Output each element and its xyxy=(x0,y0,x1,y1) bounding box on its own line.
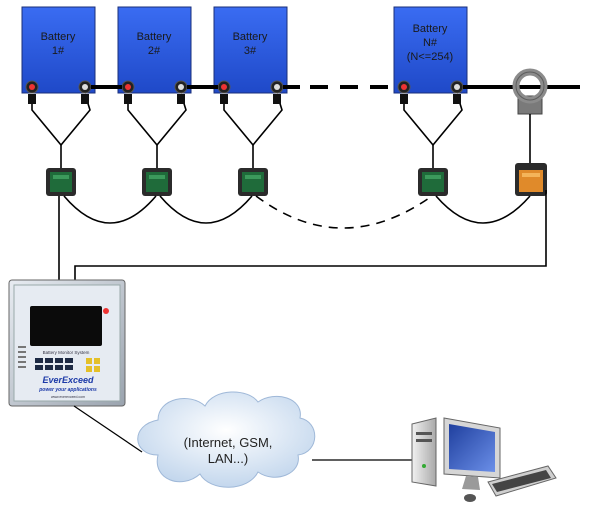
comm-daisy-chain xyxy=(58,190,547,285)
controller-display xyxy=(30,306,102,346)
battery-3: Battery 3# xyxy=(213,6,288,94)
cloud-label-line2: LAN...) xyxy=(208,451,248,466)
battery-3-label: Battery xyxy=(233,31,268,43)
computer-monitor xyxy=(443,417,501,490)
battery-2-number: 2# xyxy=(148,45,161,57)
terminal-lugs xyxy=(28,94,461,104)
controller-keypad xyxy=(35,358,100,372)
battery-n-limit: (N<=254) xyxy=(407,51,453,63)
controller-website: www.everexceed.com xyxy=(51,395,85,399)
battery-2: Battery 2# xyxy=(117,6,192,94)
cell-sensor-module-3 xyxy=(238,168,268,196)
battery-1: Battery 1# xyxy=(21,6,96,94)
monitoring-computer xyxy=(411,417,557,502)
cloud-label-line1: (Internet, GSM, xyxy=(184,435,273,450)
cell-sensor-module-1 xyxy=(46,168,76,196)
alarm-led xyxy=(103,308,109,314)
cell-sensor-module-n xyxy=(418,168,448,196)
cell-sensor-module-2 xyxy=(142,168,172,196)
computer-tower xyxy=(411,417,437,487)
battery-n-number: N# xyxy=(423,37,438,49)
controller-brand: EverExceed xyxy=(42,375,94,385)
controller-led-column xyxy=(18,346,26,368)
controller-network-link xyxy=(73,405,143,453)
controller-panel-title: Battery Monitor System xyxy=(43,350,90,355)
current-sensor-module xyxy=(515,163,547,196)
controller-tagline: power your applications xyxy=(38,387,97,393)
battery-n: Battery N# (N<=254) xyxy=(393,6,468,94)
battery-3-number: 3# xyxy=(244,45,257,57)
battery-monitor-controller: Battery Monitor System EverExceed power … xyxy=(8,279,126,407)
battery-1-label: Battery xyxy=(41,31,76,43)
computer-mouse xyxy=(464,494,476,502)
network-cloud: (Internet, GSM, LAN...) xyxy=(137,391,316,488)
battery-2-label: Battery xyxy=(137,31,172,43)
sense-leads xyxy=(31,93,531,168)
battery-1-number: 1# xyxy=(52,45,65,57)
computer-keyboard xyxy=(487,465,557,497)
current-sensor xyxy=(512,68,548,115)
battery-n-label: Battery xyxy=(413,23,448,35)
